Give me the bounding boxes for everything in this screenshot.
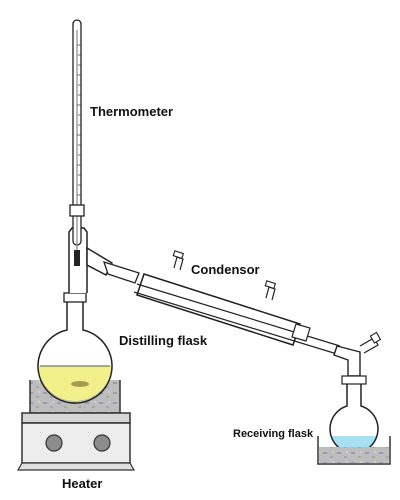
condenser-label: Condensor [191, 262, 260, 277]
cooling-bath [317, 436, 391, 465]
thermometer-bulb [74, 250, 80, 266]
receiving-flask [329, 375, 379, 454]
receiver-adapter [333, 331, 382, 377]
heater-label: Heater [62, 476, 103, 491]
heater-body [21, 422, 131, 464]
heater-knob-left [45, 434, 63, 452]
thermometer [69, 19, 85, 266]
heater-knob-right [93, 434, 111, 452]
distilling-liquid-spot [71, 381, 89, 387]
distilling-flask [37, 292, 113, 404]
thermometer-label: Thermometer [90, 104, 174, 119]
receiving-flask-joint [341, 375, 367, 385]
still-head-joint [102, 260, 140, 284]
thermometer-adapter [69, 204, 85, 217]
condenser [133, 250, 341, 355]
distilling-flask-label: Distilling flask [119, 333, 208, 348]
distilling-flask-joint [63, 292, 87, 303]
heater-base [16, 462, 136, 471]
distilling-flask-glass [37, 301, 113, 404]
heater-plate [21, 412, 131, 424]
condenser-water-inlet [173, 256, 184, 271]
condenser-joint [291, 323, 311, 342]
receiving-flask-label: Receiving flask [233, 428, 314, 440]
condenser-water-outlet [265, 286, 276, 301]
